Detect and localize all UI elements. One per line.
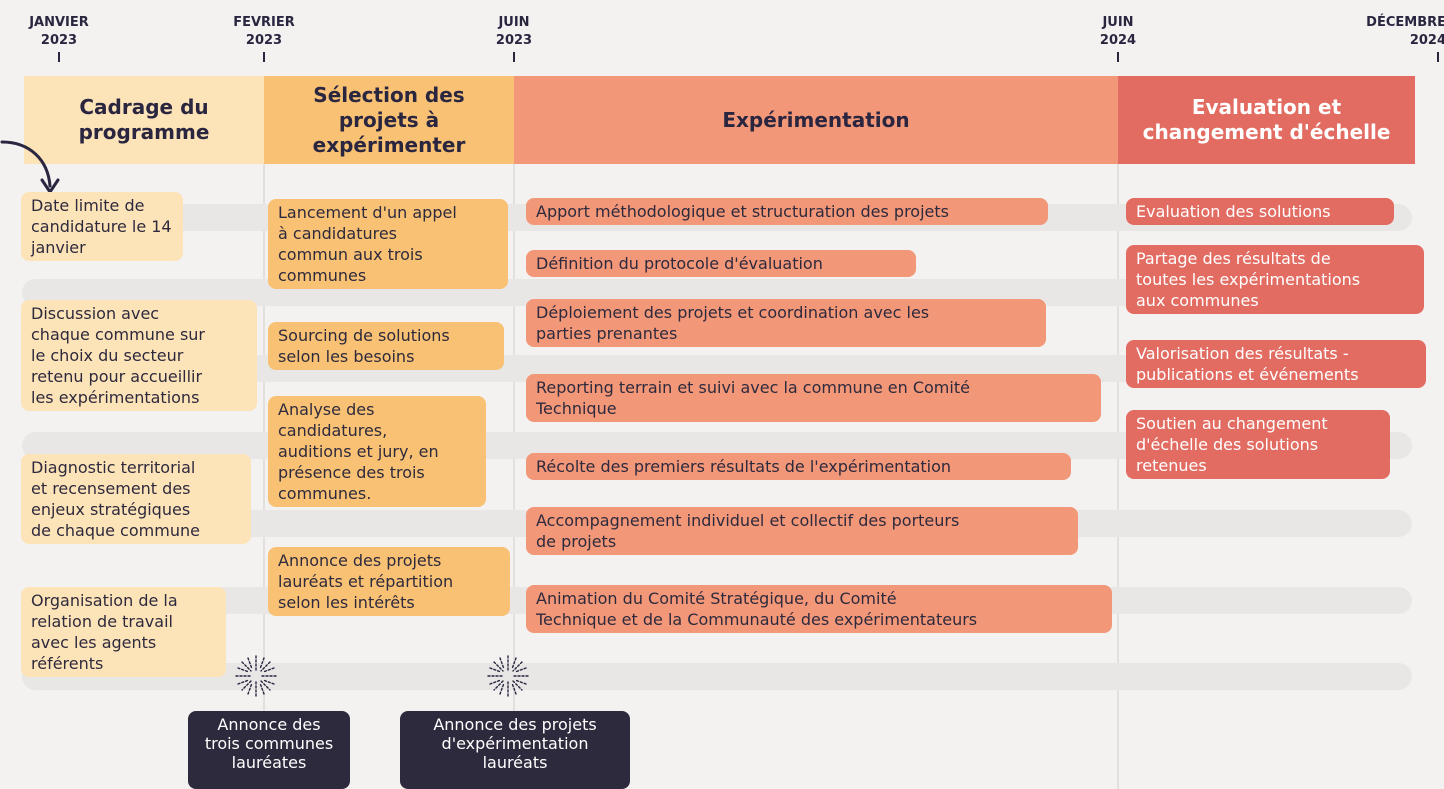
task-card: Animation du Comité Stratégique, du Comi… — [526, 585, 1112, 633]
task-card: Reporting terrain et suivi avec la commu… — [526, 374, 1101, 422]
phase-title: Sélection des projets à expérimenter — [312, 82, 466, 157]
guide-line-jun-2024 — [1117, 160, 1119, 789]
phase-experimentation: Expérimentation — [514, 76, 1118, 164]
date-marker-feb-2023: FEVRIER 2023 — [219, 14, 309, 62]
task-card: Déploiement des projets et coordination … — [526, 299, 1046, 347]
date-tick — [1437, 52, 1439, 62]
task-card: Date limite de candidature le 14 janvier — [21, 192, 183, 261]
date-marker-jun-2024: JUIN 2024 — [1073, 14, 1163, 62]
burst-icon — [235, 655, 277, 697]
task-card: Diagnostic territorial et recensement de… — [21, 454, 251, 544]
date-tick — [513, 52, 515, 62]
curved-arrow-icon — [0, 140, 60, 194]
task-card: Récolte des premiers résultats de l'expé… — [526, 453, 1071, 480]
phase-title: Cadrage du programme — [78, 95, 210, 144]
date-tick — [58, 52, 60, 62]
task-card: Sourcing de solutions selon les besoins — [268, 322, 504, 370]
date-label: JUIN 2024 — [1099, 15, 1137, 48]
date-marker-jan-2023: JANVIER 2023 — [14, 14, 104, 62]
date-label: FEVRIER 2023 — [233, 15, 295, 48]
task-card: Partage des résultats de toutes les expé… — [1126, 245, 1424, 314]
date-label: JANVIER 2023 — [29, 15, 89, 48]
burst-icon — [487, 655, 529, 697]
task-card: Valorisation des résultats - publication… — [1126, 340, 1426, 388]
date-label: DÉCEMBRE 2024 — [1366, 15, 1444, 48]
phase-cadrage: Cadrage du programme — [24, 76, 264, 164]
task-card: Définition du protocole d'évaluation — [526, 250, 916, 277]
task-card: Organisation de la relation de travail a… — [21, 587, 226, 677]
date-label: JUIN 2023 — [495, 15, 533, 48]
task-card: Annonce des projets lauréats et répartit… — [268, 547, 510, 616]
phase-selection: Sélection des projets à expérimenter — [264, 76, 514, 164]
task-card: Analyse des candidatures, auditions et j… — [268, 396, 486, 507]
date-marker-jun-2023: JUIN 2023 — [469, 14, 559, 62]
row-bar — [22, 663, 1412, 690]
task-card: Lancement d'un appel à candidatures comm… — [268, 199, 508, 289]
date-tick — [1117, 52, 1119, 62]
guide-line-jun-2023 — [513, 160, 515, 789]
milestone-label: Annonce des projets d'expérimentation la… — [400, 711, 630, 789]
phase-title: Expérimentation — [722, 107, 910, 132]
phase-title: Evaluation et changement d'échelle — [1142, 95, 1391, 144]
task-card: Soutien au changement d'échelle des solu… — [1126, 410, 1390, 479]
task-card: Discussion avec chaque commune sur le ch… — [21, 300, 257, 411]
task-card: Apport méthodologique et structuration d… — [526, 198, 1048, 225]
date-tick — [263, 52, 265, 62]
task-card: Evaluation des solutions — [1126, 198, 1394, 225]
date-marker-dec-2024: DÉCEMBRE 2024 — [1356, 14, 1444, 62]
milestone-label: Annonce des trois communes lauréates — [188, 711, 350, 789]
guide-line-feb-2023 — [263, 160, 265, 789]
phase-evaluation: Evaluation et changement d'échelle — [1118, 76, 1415, 164]
task-card: Accompagnement individuel et collectif d… — [526, 507, 1078, 555]
